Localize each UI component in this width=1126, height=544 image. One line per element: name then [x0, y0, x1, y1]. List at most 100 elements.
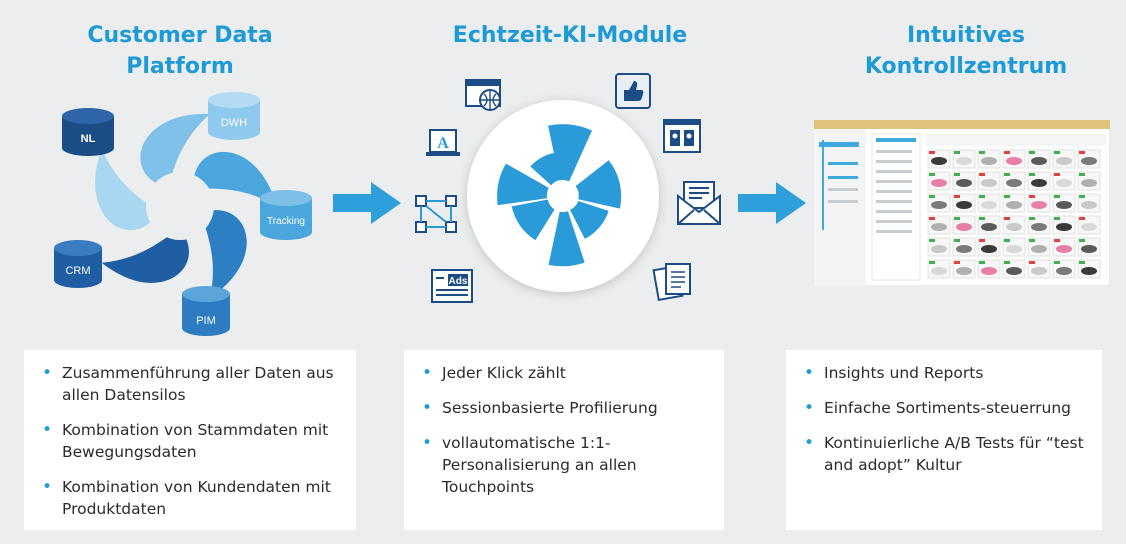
network-icon — [415, 195, 457, 233]
ai-icon: A — [426, 129, 460, 156]
cdp-illustration: NL DWH Tracking CRM PIM — [54, 92, 312, 336]
product-image — [1031, 223, 1047, 231]
nl-database-icon: NL — [62, 108, 114, 156]
product-badge — [1029, 239, 1035, 242]
ki-title: Echtzeit-KI-Module — [420, 20, 720, 51]
product-image — [1081, 201, 1097, 209]
product-badge — [1079, 173, 1085, 176]
product-badge — [1029, 195, 1035, 198]
dwh-label: DWH — [221, 117, 247, 129]
product-image — [956, 223, 972, 231]
list-item: Kontinuierliche A/B Tests für “test and … — [804, 432, 1088, 476]
product-badge — [929, 195, 935, 198]
product-badge — [1054, 261, 1060, 264]
product-image — [1031, 201, 1047, 209]
list-item: vollautomatische 1:1-Personalisierung an… — [422, 432, 710, 498]
product-badge — [1004, 151, 1010, 154]
product-image — [1056, 245, 1072, 253]
product-image — [1006, 179, 1022, 187]
product-badge — [979, 173, 985, 176]
list-item: Insights und Reports — [804, 362, 1088, 384]
product-image — [1006, 267, 1022, 275]
product-badge — [1004, 217, 1010, 220]
product-badge — [1079, 217, 1085, 220]
product-badge — [954, 261, 960, 264]
product-image — [1056, 157, 1072, 165]
product-badge — [1054, 217, 1060, 220]
product-badge — [1079, 195, 1085, 198]
nl-label: NL — [81, 133, 96, 145]
product-badge — [929, 173, 935, 176]
product-badge — [1004, 261, 1010, 264]
ki-bullet-list: Jeder Klick zählt Sessionbasierte Profil… — [418, 362, 710, 498]
list-item: Jeder Klick zählt — [422, 362, 710, 384]
product-image — [1056, 223, 1072, 231]
product-badge — [954, 239, 960, 242]
cdp-panel: Zusammenführung aller Daten aus allen Da… — [24, 350, 356, 530]
product-image — [1031, 245, 1047, 253]
product-badge — [1029, 217, 1035, 220]
data-swirl — [95, 113, 277, 299]
control-title: Intuitives Kontrollzentrum — [836, 20, 1096, 82]
like-icon — [615, 73, 651, 109]
product-image — [956, 201, 972, 209]
crm-label: CRM — [65, 265, 90, 277]
product-image — [931, 179, 947, 187]
product-image — [981, 201, 997, 209]
product-image — [1031, 157, 1047, 165]
product-image — [956, 245, 972, 253]
ads-label: Ads — [449, 276, 468, 287]
product-badge — [1079, 239, 1085, 242]
product-image — [1081, 267, 1097, 275]
ki-modules-illustration: A Ads — [415, 73, 721, 303]
product-image — [1006, 223, 1022, 231]
product-badge — [954, 173, 960, 176]
product-badge — [979, 261, 985, 264]
product-image — [981, 223, 997, 231]
product-image — [1056, 201, 1072, 209]
product-badge — [929, 217, 935, 220]
product-image — [931, 201, 947, 209]
product-image — [1081, 157, 1097, 165]
newsletter-icon — [677, 181, 721, 225]
product-badge — [929, 261, 935, 264]
product-badge — [1029, 261, 1035, 264]
control-bullet-list: Insights und Reports Einfache Sortiments… — [800, 362, 1088, 476]
product-badge — [1054, 195, 1060, 198]
product-image — [981, 179, 997, 187]
ads-icon: Ads — [431, 269, 473, 303]
content-icon — [663, 119, 701, 153]
product-badge — [1029, 151, 1035, 154]
product-image — [1031, 179, 1047, 187]
product-image — [1081, 223, 1097, 231]
control-panel: Insights und Reports Einfache Sortiments… — [786, 350, 1102, 530]
product-image — [956, 179, 972, 187]
list-item: Zusammenführung aller Daten aus allen Da… — [42, 362, 342, 406]
product-image — [931, 267, 947, 275]
product-image — [931, 157, 947, 165]
documents-icon — [652, 263, 691, 302]
tracking-database-icon: Tracking — [260, 190, 312, 240]
product-badge — [929, 151, 935, 154]
cdp-title: Customer Data Platform — [60, 20, 300, 82]
arrow-right-icon-1 — [333, 182, 401, 224]
control-title-line1: Intuitives — [907, 23, 1025, 48]
arrow-right-icon-2 — [738, 182, 806, 224]
product-badge — [954, 195, 960, 198]
product-image — [1056, 267, 1072, 275]
product-badge — [1054, 173, 1060, 176]
product-badge — [1079, 151, 1085, 154]
product-badge — [954, 217, 960, 220]
dashboard-screenshot — [814, 120, 1110, 286]
ki-radial-chart-icon — [497, 124, 622, 267]
product-badge — [979, 217, 985, 220]
cdp-title-line2: Platform — [126, 54, 234, 79]
list-item: Einfache Sortiments-steuerrung — [804, 397, 1088, 419]
product-badge — [1054, 151, 1060, 154]
product-image — [981, 267, 997, 275]
product-image — [1006, 245, 1022, 253]
web-icon — [465, 79, 501, 111]
product-badge — [979, 195, 985, 198]
product-badge — [929, 239, 935, 242]
list-item: Kombination von Kundendaten mit Produktd… — [42, 476, 342, 520]
